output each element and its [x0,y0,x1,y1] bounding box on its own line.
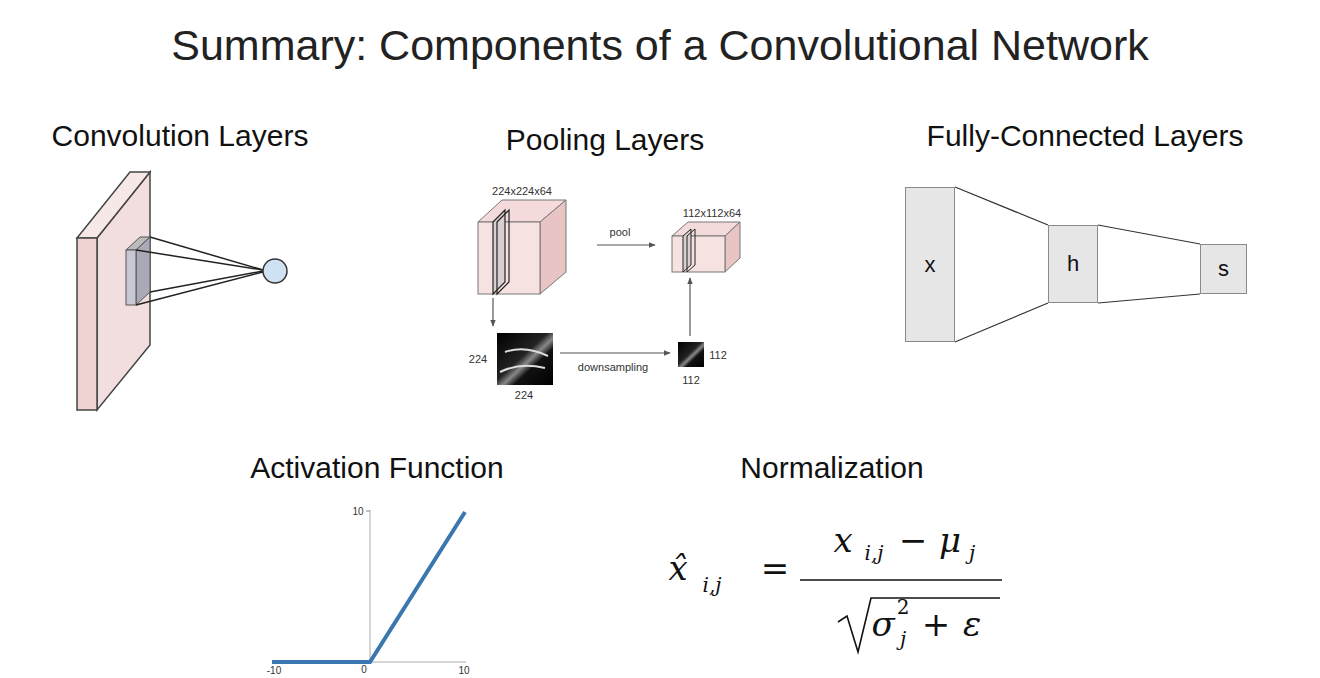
up-arrow [689,278,690,336]
arrow-label: pool [610,227,631,238]
axis-tick: -10 [267,666,281,676]
section-heading: Normalization [740,453,923,483]
formula-part: + [922,607,951,641]
activation-map [497,333,553,385]
section-heading: Pooling Layers [506,125,704,155]
formula-part: − [899,523,928,557]
sqrt-sign [838,598,1000,652]
axis-tick: 10 [458,666,469,676]
layer-box: x [905,187,955,342]
connection-line [955,303,1048,342]
pool-arrow [597,244,655,245]
formula-part: x̂ [668,551,687,585]
axis-tick: 10 [352,507,363,517]
dimension-label: 224 [469,354,487,365]
section-heading: Activation Function [250,453,503,483]
pool-output-cube [672,222,740,272]
formula-part: μ [939,523,961,557]
section-heading: Fully-Connected Layers [927,121,1244,151]
layer-box: h [1048,225,1098,303]
layer-box: s [1200,244,1247,294]
layer-connection [1098,225,1200,303]
input-volume [77,172,150,410]
pool-input-cube [478,200,566,294]
layer-name: s [1218,256,1229,282]
layer-name: h [1067,251,1079,277]
dimension-label: 224 [515,390,533,401]
dimension-label: 112 [709,350,727,361]
axis-tick: 0 [361,665,367,675]
output-neuron [263,259,287,283]
formula-part: ε [963,607,981,641]
connection-line [1098,294,1200,303]
dimension-label: 112 [682,375,700,386]
relu-plot [272,510,466,663]
conv-filter [126,237,287,305]
formula-part: j [900,629,906,649]
formula-part: i,j [703,575,722,595]
downsampled-map [678,342,704,367]
formula-part: x [833,523,852,557]
formula-part: j [969,543,975,563]
dimension-label: 112x112x64 [683,208,741,219]
map-texture [500,349,548,372]
layer-connection [955,187,1048,342]
arrow-label: downsampling [578,362,648,373]
downsampling-arrow [560,352,670,353]
connection-line [955,187,1048,225]
connection-line [1098,225,1200,244]
dimension-label: 224x224x64 [492,186,552,197]
section-heading: Convolution Layers [52,121,309,151]
layer-name: x [925,252,936,278]
slice-arrow [492,298,493,326]
fraction-bar [800,579,1002,581]
formula-part: = [761,551,790,585]
formula-part: i,j [865,543,884,563]
formula-part: σ [871,607,894,641]
formula-part: 2 [897,597,910,617]
title: Summary: Components of a Convolutional N… [171,24,1149,67]
